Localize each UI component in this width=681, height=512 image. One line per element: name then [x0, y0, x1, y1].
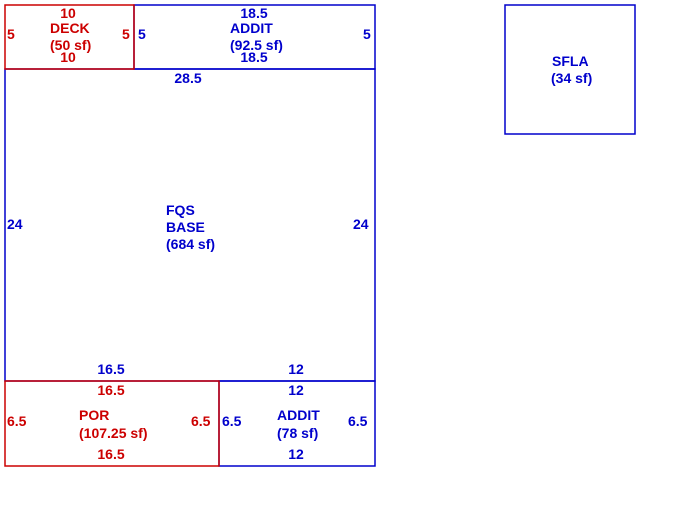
- deck-right-dim: 5: [122, 26, 130, 42]
- sfla-name: SFLA: [552, 53, 589, 69]
- addit-top-top-dim: 18.5: [240, 5, 267, 21]
- base-line2: BASE: [166, 219, 205, 235]
- addit-bottom-left-dim: 6.5: [222, 413, 242, 429]
- base-line1: FQS: [166, 202, 195, 218]
- por-right-dim: 6.5: [191, 413, 211, 429]
- addit-top-left-dim: 5: [138, 26, 146, 42]
- base-area: (684 sf): [166, 236, 215, 252]
- addit-top-name: ADDIT: [230, 20, 273, 36]
- deck-left-dim: 5: [7, 26, 15, 42]
- addit-bottom-name: ADDIT: [277, 407, 320, 423]
- sfla-area: (34 sf): [551, 70, 592, 86]
- deck-top-dim: 10: [60, 5, 76, 21]
- por-left-dim: 6.5: [7, 413, 27, 429]
- deck-area: (50 sf): [50, 37, 91, 53]
- addit-top-bottom-dim: 18.5: [240, 49, 267, 65]
- deck-outline: [4, 4, 135, 70]
- por-outline: [4, 380, 220, 467]
- base-top-dim: 28.5: [174, 70, 201, 86]
- base-right-dim: 24: [353, 216, 369, 232]
- addit-top-area: (92.5 sf): [230, 37, 283, 53]
- addit-bottom-top-dim: 12: [288, 382, 304, 398]
- por-bottom-dim: 16.5: [97, 446, 124, 462]
- addit-bottom-bottom-dim: 12: [288, 446, 304, 462]
- addit-bottom-right-dim: 6.5: [348, 413, 368, 429]
- base-bottom-left-dim: 16.5: [97, 361, 124, 377]
- addit-bottom-area: (78 sf): [277, 425, 318, 441]
- deck-bottom-dim: 10: [60, 49, 76, 65]
- base-bottom-right-dim: 12: [288, 361, 304, 377]
- sfla-outline: [504, 4, 636, 135]
- deck-name: DECK: [50, 20, 90, 36]
- base-left-dim: 24: [7, 216, 23, 232]
- por-area: (107.25 sf): [79, 425, 147, 441]
- addit-top-right-dim: 5: [363, 26, 371, 42]
- por-name: POR: [79, 407, 109, 423]
- por-top-dim: 16.5: [97, 382, 124, 398]
